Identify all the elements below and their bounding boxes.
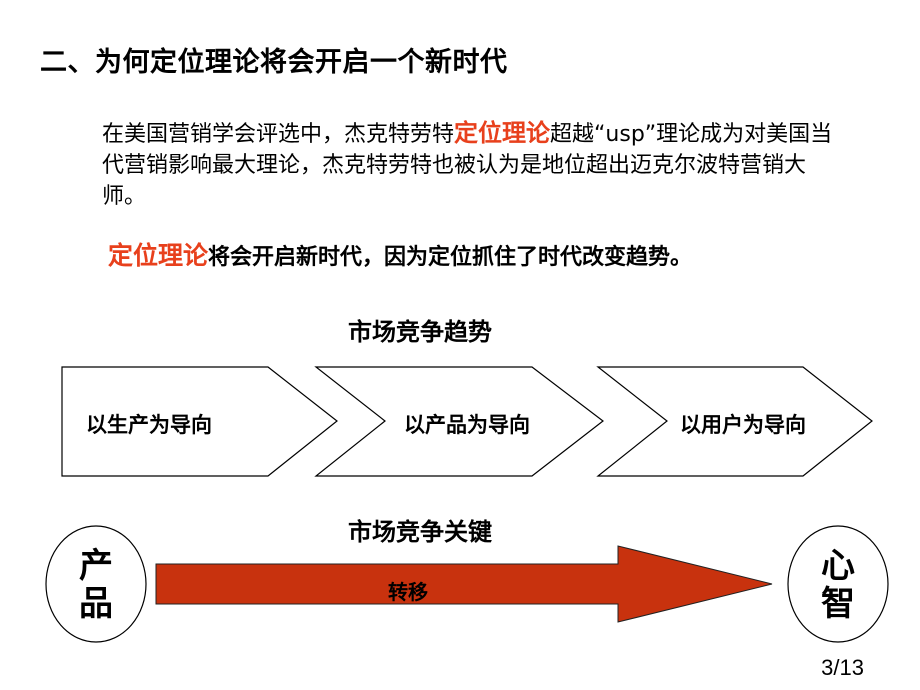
chevron-stage-2 — [314, 366, 604, 477]
trend-heading: 市场竞争趋势 — [348, 318, 492, 346]
intro-paragraph: 在美国营销学会评选中，杰克特劳特定位理论超越“usp”理论成为对美国当代营销影响… — [102, 118, 842, 212]
mind-char-2: 智 — [821, 584, 855, 624]
stage-label-2: 以产品为导向 — [404, 413, 530, 437]
shift-arrow — [155, 545, 773, 623]
paragraph-text-1: 在美国营销学会评选中，杰克特劳特 — [102, 122, 455, 147]
slide-title: 二、为何定位理论将会开启一个新时代 — [40, 47, 508, 78]
page-number: 3/13 — [821, 655, 864, 680]
tagline: 定位理论将会开启新时代，因为定位抓住了时代改变趋势。 — [108, 236, 692, 272]
product-char-1: 产 — [79, 546, 113, 586]
paragraph-text-2: 超越“usp”理论成为对美国当代营销影响最大理论，杰克特劳特也被认为是地位超出迈… — [102, 122, 833, 209]
arrow-label: 转移 — [388, 580, 428, 604]
chevron-stage-3 — [596, 366, 873, 477]
mind-char-1: 心 — [821, 546, 855, 586]
chevron-stage-1 — [61, 366, 338, 477]
tagline-text: 将会开启新时代，因为定位抓住了时代改变趋势。 — [208, 245, 693, 270]
stage-label-1: 以生产为导向 — [86, 413, 212, 437]
stage-label-3: 以用户为导向 — [680, 413, 806, 437]
tagline-highlight: 定位理论 — [108, 241, 209, 270]
key-heading: 市场竞争关键 — [348, 518, 492, 546]
circle-mind — [787, 525, 889, 643]
circle-product — [45, 525, 147, 643]
product-char-2: 品 — [79, 584, 113, 624]
paragraph-highlight: 定位理论 — [454, 119, 551, 147]
